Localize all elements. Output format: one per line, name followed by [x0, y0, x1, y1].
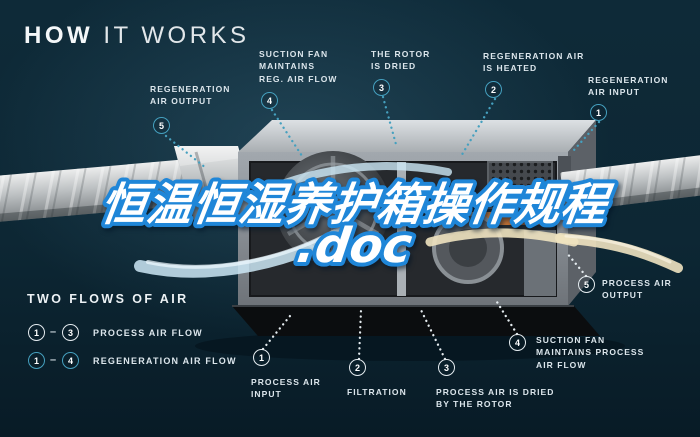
legend-regen-label: REGENERATION AIR FLOW [93, 356, 237, 366]
legend-regen-from-badge: 1 [28, 352, 45, 369]
legend-dash: – [50, 326, 57, 338]
legend-regen-to-badge: 4 [62, 352, 79, 369]
legend-dash: – [50, 354, 57, 366]
callout-number-badge: 1 [253, 349, 270, 366]
callout-label: SUCTION FAN MAINTAINS PROCESS AIR FLOW [536, 335, 645, 370]
callout-label: THE ROTOR IS DRIED [371, 49, 431, 72]
callout-label: REGENERATION AIR INPUT [588, 75, 669, 98]
callout-number-badge: 1 [590, 104, 607, 121]
callout-label: REGENERATION AIR IS HEATED [483, 51, 585, 74]
legend-process-to-badge: 3 [62, 324, 79, 341]
legend-process-from-badge: 1 [28, 324, 45, 341]
process-airflow-arrows [134, 162, 452, 278]
regeneration-duct-right [560, 154, 700, 213]
callout-number-badge: 4 [509, 334, 526, 351]
page-title: HOW IT WORKS [24, 22, 250, 50]
page-title-light: IT WORKS [93, 22, 250, 49]
callout-number-badge: 3 [438, 359, 455, 376]
legend-heading: TWO FLOWS OF AIR [27, 292, 189, 306]
callout-label: REGENERATION AIR OUTPUT [150, 84, 231, 107]
callout-number-badge: 2 [485, 81, 502, 98]
regeneration-airflow-arrows [425, 228, 683, 273]
cabinet-base [232, 306, 600, 336]
leader-lines-process [261, 250, 588, 361]
leader-lines-regeneration [164, 95, 601, 170]
callout-number-badge: 5 [578, 276, 595, 293]
callout-label: PROCESS AIR INPUT [251, 377, 321, 400]
legend-process-label: PROCESS AIR FLOW [93, 328, 203, 338]
callout-number-badge: 5 [153, 117, 170, 134]
callout-label: PROCESS AIR OUTPUT [602, 278, 672, 301]
callout-number-badge: 2 [349, 359, 366, 376]
callout-number-badge: 4 [261, 92, 278, 109]
page-title-bold: HOW [24, 22, 94, 49]
callout-label: SUCTION FAN MAINTAINS REG. AIR FLOW [259, 49, 338, 84]
callout-label: FILTRATION [347, 387, 407, 397]
dehumidifier-cabinet [232, 120, 600, 336]
heater-honeycomb [487, 161, 553, 209]
regeneration-duct-left [0, 156, 222, 225]
duct-elbow [174, 146, 256, 221]
callout-label: PROCESS AIR IS DRIED BY THE ROTOR [436, 387, 555, 410]
callout-number-badge: 3 [373, 79, 390, 96]
